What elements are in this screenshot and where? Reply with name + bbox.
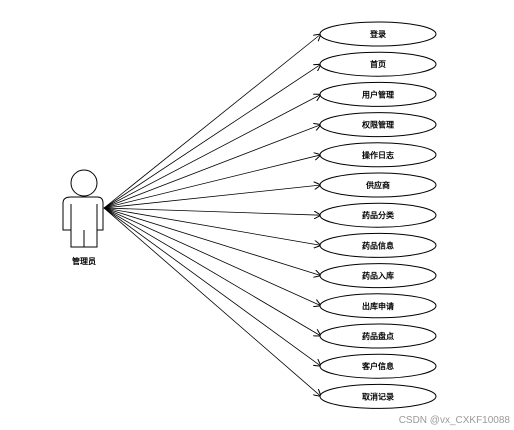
use-case-ellipse	[319, 112, 437, 138]
use-case: 登录	[319, 21, 437, 47]
use-case-label: 药品入库	[362, 271, 394, 281]
association-line	[103, 207, 321, 306]
use-case: 客户信息	[319, 353, 437, 379]
use-case-ellipse	[319, 202, 437, 228]
use-case-label: 用户管理	[361, 89, 394, 99]
use-case-ellipse	[319, 142, 437, 168]
use-case-ellipse	[319, 353, 437, 379]
use-case-label: 取消记录	[362, 391, 394, 401]
use-case: 供应商	[319, 172, 437, 198]
association-line	[103, 125, 321, 209]
use-case-label: 登录	[369, 29, 386, 39]
use-case-label: 首页	[370, 59, 386, 69]
actor-body	[62, 196, 104, 248]
use-case-label: 药品分类	[362, 210, 394, 220]
use-case: 出库申请	[319, 293, 437, 319]
association-line	[103, 207, 321, 336]
use-case-label: 操作日志	[362, 150, 394, 160]
use-case: 操作日志	[319, 142, 437, 168]
use-case-ellipse	[319, 323, 437, 349]
association-line	[103, 94, 321, 209]
use-case-label: 权限管理	[361, 120, 394, 130]
association-line	[103, 207, 321, 366]
use-case: 首页	[319, 51, 437, 77]
association-line	[103, 207, 321, 245]
use-case-label: 客户信息	[361, 361, 394, 371]
association-line	[103, 207, 321, 276]
association-lines	[103, 34, 321, 396]
use-case-ellipse	[319, 263, 437, 289]
actor-figure: 管理员	[62, 169, 104, 266]
use-case: 药品信息	[319, 232, 437, 258]
actor-label: 管理员	[72, 256, 96, 266]
use-case-group: 登录首页用户管理权限管理操作日志供应商药品分类药品信息药品入库出库申请药品盘点客…	[319, 21, 437, 409]
use-case: 药品盘点	[319, 323, 437, 349]
use-case-ellipse	[319, 21, 437, 47]
use-case-label: 药品信息	[362, 240, 394, 250]
actor-head	[70, 169, 98, 197]
use-case-ellipse	[319, 81, 437, 107]
association-line	[103, 155, 321, 209]
association-line	[103, 207, 321, 215]
use-case-label: 供应商	[365, 180, 390, 190]
use-case-label: 药品盘点	[362, 331, 394, 341]
use-case: 取消记录	[319, 383, 437, 409]
watermark: CSDN @vx_CXKF10088	[398, 415, 510, 426]
association-line	[103, 207, 321, 396]
use-case: 权限管理	[319, 112, 437, 138]
use-case: 药品入库	[319, 263, 437, 289]
use-case: 用户管理	[319, 81, 437, 107]
use-case-ellipse	[319, 383, 437, 409]
use-case: 药品分类	[319, 202, 437, 228]
use-case-label: 出库申请	[362, 301, 394, 311]
use-case-ellipse	[319, 51, 437, 77]
use-case-ellipse	[319, 293, 437, 319]
association-line	[103, 64, 321, 209]
use-case-ellipse	[319, 172, 437, 198]
association-line	[103, 185, 321, 209]
use-case-ellipse	[319, 232, 437, 258]
association-line	[103, 34, 321, 209]
